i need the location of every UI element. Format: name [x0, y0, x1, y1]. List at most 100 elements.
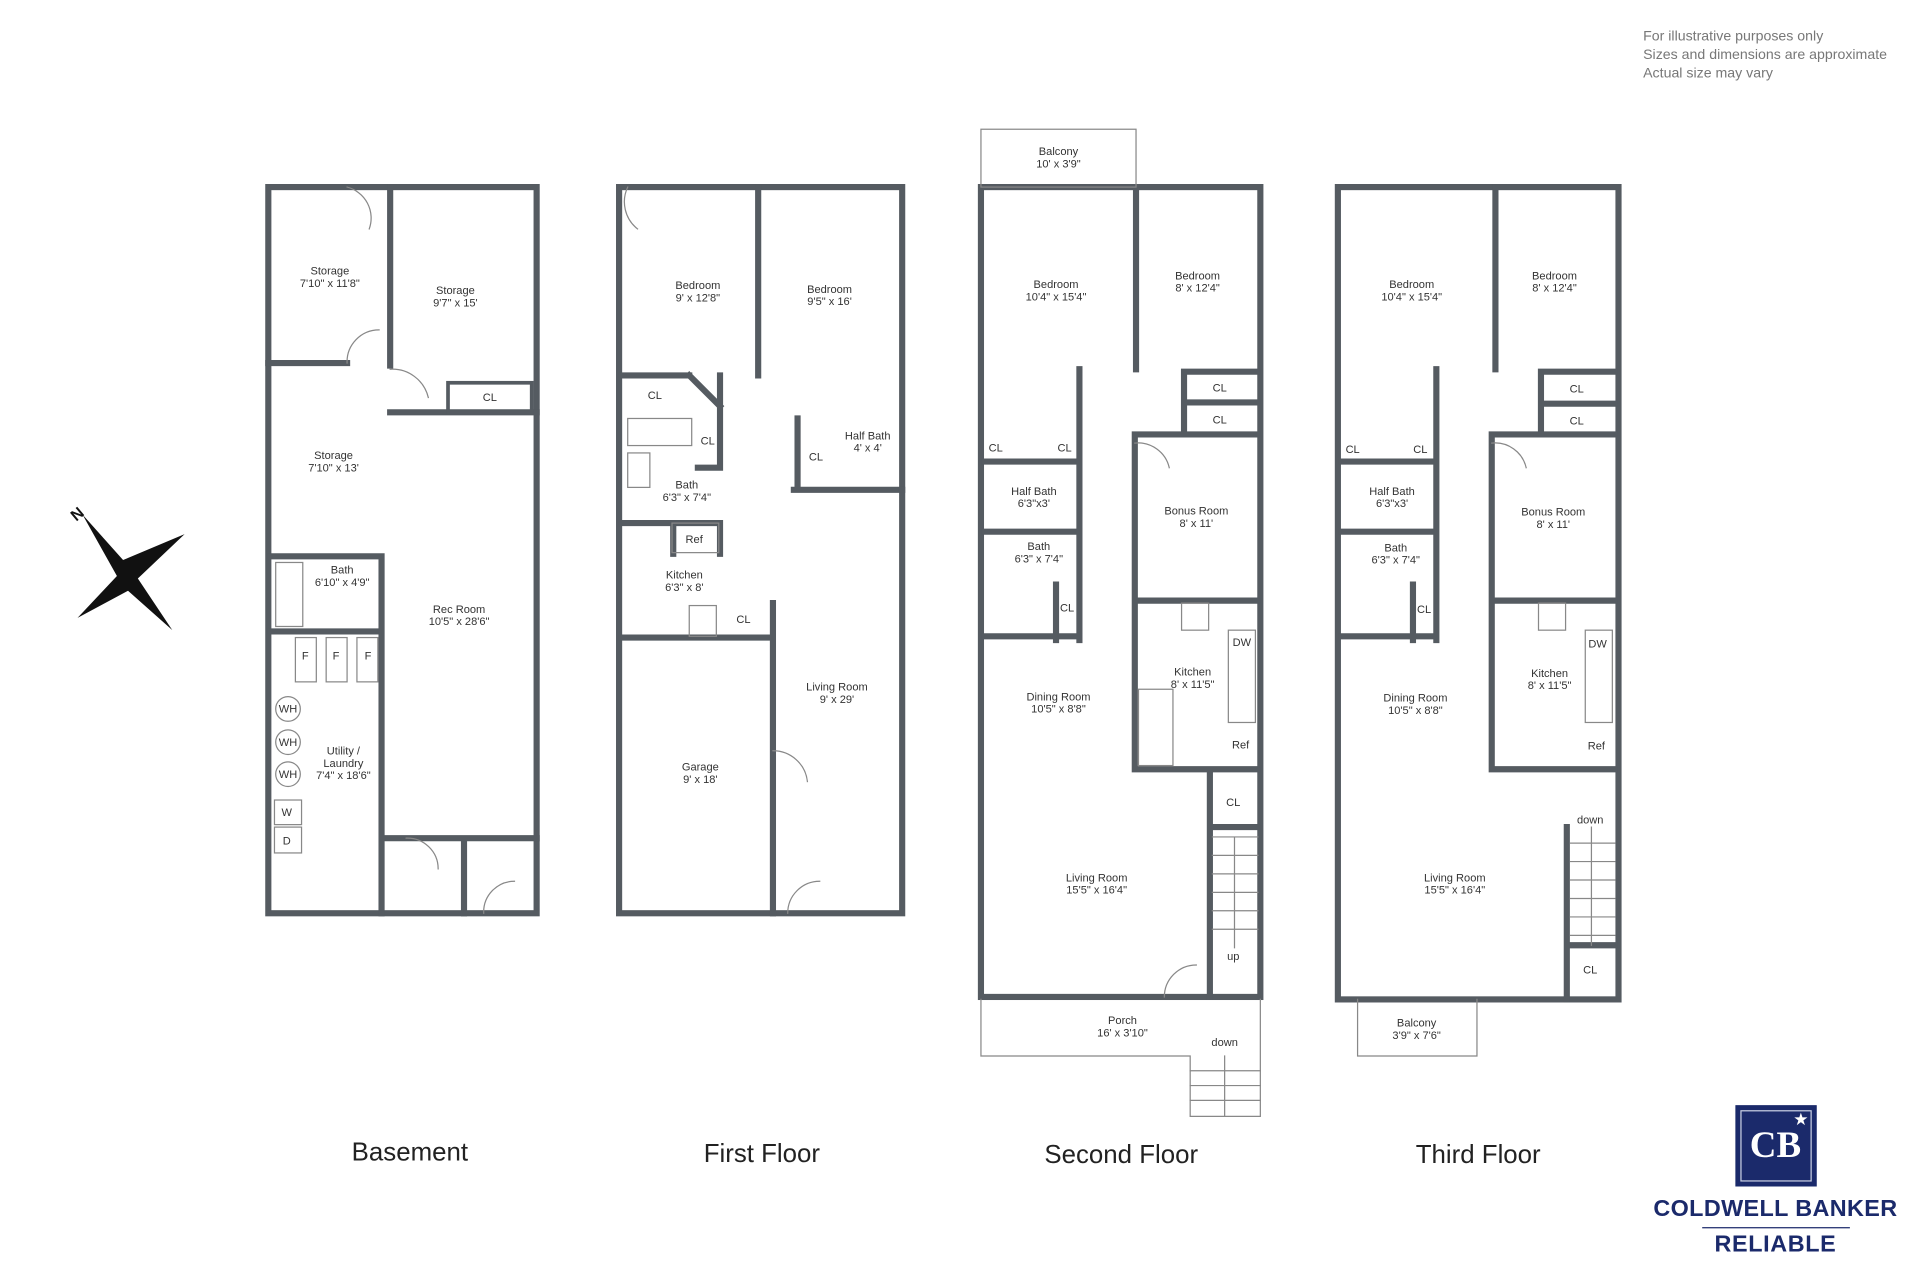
room-name: WH — [278, 768, 298, 781]
brand-logo: CB ★ COLDWELL BANKER RELIABLE — [1649, 1105, 1901, 1259]
floor-title-second: Second Floor — [1044, 1140, 1199, 1170]
room-dimensions: 10'4" x 15'4" — [1381, 290, 1443, 303]
room-name: F — [364, 649, 372, 663]
room-label: WH — [279, 703, 297, 715]
room-name: Porch — [1108, 1014, 1137, 1027]
room-name: DW — [1588, 637, 1607, 650]
room-dimensions: 10' x 3'9" — [1036, 157, 1081, 170]
brand-divider — [1701, 1227, 1850, 1229]
floor-title-third: Third Floor — [1415, 1140, 1541, 1170]
room-label: F — [365, 650, 372, 662]
room-name: down — [1576, 813, 1604, 826]
room-name: CL — [1569, 414, 1584, 428]
room-name: Bedroom — [1033, 278, 1079, 291]
room-dimensions: 10'5" x 8'8" — [1388, 704, 1443, 717]
room-name: Kitchen — [1174, 665, 1212, 679]
room-label: CL — [701, 434, 715, 446]
room-dimensions: 7'10" x 13' — [308, 461, 359, 474]
room-dimensions: 8' x 11' — [1179, 516, 1214, 530]
room-dimensions: 6'3"x3' — [1017, 497, 1050, 510]
room-dimensions: 6'3" x 7'4" — [1014, 552, 1064, 565]
floor-title-basement: Basement — [351, 1138, 469, 1167]
room-dimensions: 3'9" x 7'6" — [1392, 1028, 1441, 1042]
room-name: Bonus Room — [1521, 505, 1586, 519]
room-label: Ref — [1232, 738, 1249, 750]
room-name: CL — [1583, 963, 1598, 977]
disclaimer-line: Actual size may vary — [1643, 66, 1773, 82]
room-label: F — [333, 650, 340, 662]
room-dimensions: 16' x 3'10" — [1097, 1026, 1148, 1039]
room-label: CL — [1060, 602, 1074, 614]
room-dimensions: 9' x 18' — [683, 772, 718, 786]
room-label: CL — [483, 391, 497, 403]
room-name: CL — [1060, 601, 1075, 615]
room-name: Bonus Room — [1164, 504, 1229, 517]
room-label: D — [283, 834, 291, 846]
room-dimensions: 8' x 11'5" — [1527, 679, 1572, 692]
room-name: CL — [482, 391, 497, 404]
room-name: Bath — [675, 478, 699, 492]
room-name: CL — [808, 450, 824, 463]
room-dimensions: 6'10" x 4'9" — [314, 576, 370, 589]
room-name: CL — [1569, 382, 1584, 396]
disclaimer-line: For illustrative purposes only — [1643, 29, 1824, 45]
room-dimensions: 7'10" x 11'8" — [299, 276, 360, 290]
room-label: down — [1211, 1036, 1237, 1048]
room-name: Bath — [1384, 541, 1408, 554]
cb-logo-mark: CB ★ — [1734, 1105, 1817, 1187]
room-name: CL — [1226, 796, 1241, 809]
room-dimensions: 9'7" x 15' — [433, 296, 478, 309]
room-name: Dining Room — [1026, 690, 1091, 703]
room-name: Ref — [1232, 738, 1250, 751]
room-label: CL — [1346, 443, 1360, 455]
room-name: Living Room — [806, 680, 868, 693]
room-label: CL — [1058, 442, 1072, 454]
room-name: CL — [1413, 443, 1428, 456]
room-name: Kitchen — [1531, 667, 1569, 680]
room-name: CL — [1416, 603, 1432, 616]
room-label: CL — [1583, 964, 1597, 976]
room-label: DW — [1588, 638, 1606, 650]
room-name: W — [281, 806, 293, 819]
room-dimensions: 15'5" x 16'4" — [1424, 883, 1486, 897]
room-name: WH — [278, 702, 298, 716]
disclaimer-line: Sizes and dimensions are approximate — [1643, 48, 1888, 63]
room-name: down — [1211, 1036, 1238, 1049]
room-name: Half Bath — [844, 429, 891, 442]
room-label: WH — [279, 768, 297, 780]
room-name: Utility / Laundry — [323, 744, 364, 770]
room-name: Storage — [314, 449, 353, 462]
room-name: Living Room — [1424, 871, 1486, 884]
room-label: Ref — [686, 533, 703, 545]
room-dimensions: 6'3" x 8' — [665, 580, 704, 594]
room-label: CL — [1226, 796, 1240, 808]
room-name: Rec Room — [432, 603, 486, 616]
room-name: up — [1227, 950, 1240, 963]
room-label: down — [1577, 814, 1603, 826]
room-label: CL — [736, 613, 750, 625]
room-name: DW — [1232, 636, 1252, 649]
room-dimensions: 10'5" x 8'8" — [1031, 702, 1086, 716]
room-dimensions: 8' x 11'5" — [1170, 678, 1215, 691]
star-icon: ★ — [1793, 1108, 1809, 1129]
